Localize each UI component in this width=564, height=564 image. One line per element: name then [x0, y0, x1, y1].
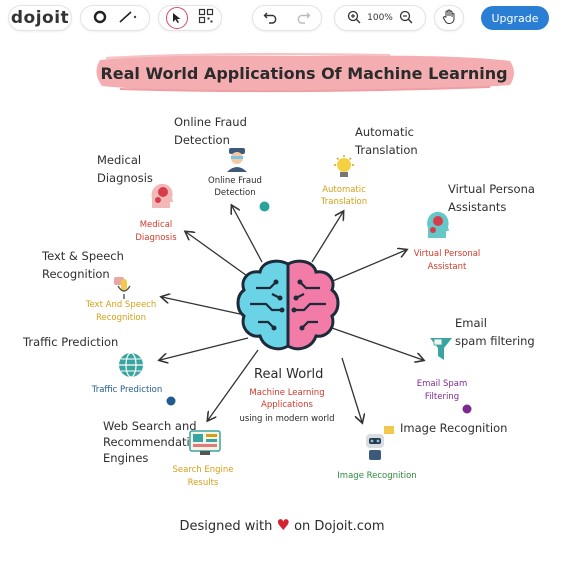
select-tools-group	[158, 5, 222, 31]
translation-title-1: Automatic	[355, 125, 414, 139]
email-sub-2: Filtering	[424, 392, 460, 402]
medical-sub-1: Medical	[139, 220, 173, 230]
fraud-title-2: Detection	[174, 133, 230, 147]
search-results-icon	[189, 430, 221, 455]
speech-title-1: Text & Speech	[42, 249, 124, 263]
email-badge-icon	[462, 404, 472, 414]
arrow-search	[208, 349, 259, 420]
virtual-sub-1: Virtual Personal	[413, 249, 481, 259]
arrow-image	[341, 357, 362, 422]
speech-sub-1: Text And Speech	[85, 300, 157, 310]
zoom-group: 100%	[334, 5, 426, 31]
lightbulb-gear-icon	[334, 155, 354, 177]
select-cursor-icon[interactable]	[166, 7, 188, 29]
drawing-tools-group	[80, 5, 150, 31]
virtual-sub-2: Assistant	[427, 262, 467, 272]
footer-suffix: on Dojoit.com	[294, 519, 385, 534]
brush-stroke-background	[96, 53, 514, 93]
center-line-1: Machine Learning	[249, 388, 325, 398]
center-line-2: Applications	[261, 400, 313, 410]
virtual-title-1: Virtual Persona	[448, 182, 535, 196]
center-heading: Real World	[254, 367, 324, 382]
speech-title-2: Recognition	[42, 267, 110, 281]
search-sub-2: Results	[187, 478, 219, 488]
arrow-fraud	[232, 206, 263, 263]
hand-icon	[442, 9, 456, 28]
circle-tool-icon[interactable]	[93, 9, 107, 28]
email-sub-1: Email Spam	[416, 379, 468, 389]
search-sub-1: Search Engine	[172, 465, 234, 475]
speech-microphone-icon	[114, 277, 131, 299]
arrow-speech	[162, 297, 241, 315]
image-sub: Image Recognition	[337, 471, 417, 481]
pan-tool-button[interactable]	[434, 5, 464, 31]
heart-icon: ♥	[276, 516, 290, 534]
fraud-officer-icon	[227, 148, 247, 172]
redo-icon[interactable]	[295, 9, 311, 28]
center-line-3: using in modern world	[239, 414, 335, 424]
arrow-email	[331, 327, 423, 360]
fraud-sub-2: Detection	[214, 188, 256, 198]
image-title: Image Recognition	[400, 421, 508, 435]
assistant-head-icon	[427, 211, 449, 238]
title-banner[interactable]: Real World Applications Of Machine Learn…	[90, 52, 518, 94]
fraud-sub-1: Online Fraud	[208, 176, 262, 186]
image-robot-icon	[366, 426, 394, 460]
grid-shapes-icon[interactable]	[198, 8, 214, 28]
fraud-title-1: Online Fraud	[174, 115, 247, 129]
page-title: Real World Applications Of Machine Learn…	[100, 63, 508, 83]
dojoit-logo[interactable]: dojoit	[8, 5, 72, 31]
virtual-title-2: Assistants	[448, 200, 507, 214]
traffic-title: Traffic Prediction	[23, 335, 119, 349]
search-title-1: Web Search and	[103, 419, 197, 433]
medical-title-2: Diagnosis	[97, 171, 153, 185]
traffic-badge-icon	[166, 396, 176, 406]
zoom-in-icon[interactable]	[347, 10, 361, 27]
upgrade-button[interactable]: Upgrade	[481, 6, 549, 30]
medical-head-icon	[151, 183, 173, 208]
search-title-3: Engines	[103, 451, 149, 465]
pen-tool-icon[interactable]	[117, 9, 137, 28]
email-title-1: Email	[455, 316, 487, 330]
zoom-level[interactable]: 100%	[367, 13, 393, 23]
search-title-2: Recommendation	[103, 435, 205, 449]
translation-sub-2: Translation	[320, 197, 368, 207]
email-title-2: spam filtering	[455, 334, 535, 348]
arrow-traffic	[160, 337, 249, 360]
footer-prefix: Designed with	[179, 519, 273, 534]
medical-title-1: Medical	[97, 153, 142, 167]
translation-sub-1: Automatic	[322, 185, 366, 195]
medical-sub-2: Diagnosis	[135, 233, 177, 243]
arrow-translation	[311, 212, 343, 263]
traffic-globe-icon	[119, 352, 143, 378]
footer-credit: Designed with ♥ on Dojoit.com	[0, 516, 564, 534]
brain-icon[interactable]	[236, 258, 340, 354]
traffic-sub: Traffic Prediction	[91, 385, 163, 395]
arrow-virtual	[327, 250, 406, 284]
fraud-badge-icon	[259, 201, 270, 212]
logo-text: dojoit	[10, 8, 70, 28]
history-group	[252, 5, 322, 31]
arrow-medical	[186, 232, 251, 279]
email-filter-icon	[430, 338, 452, 360]
speech-sub-2: Recognition	[95, 313, 147, 323]
translation-title-2: Translation	[355, 143, 418, 157]
undo-icon[interactable]	[263, 9, 279, 28]
toolbar: dojoit 100%	[0, 0, 564, 38]
zoom-out-icon[interactable]	[399, 10, 413, 27]
